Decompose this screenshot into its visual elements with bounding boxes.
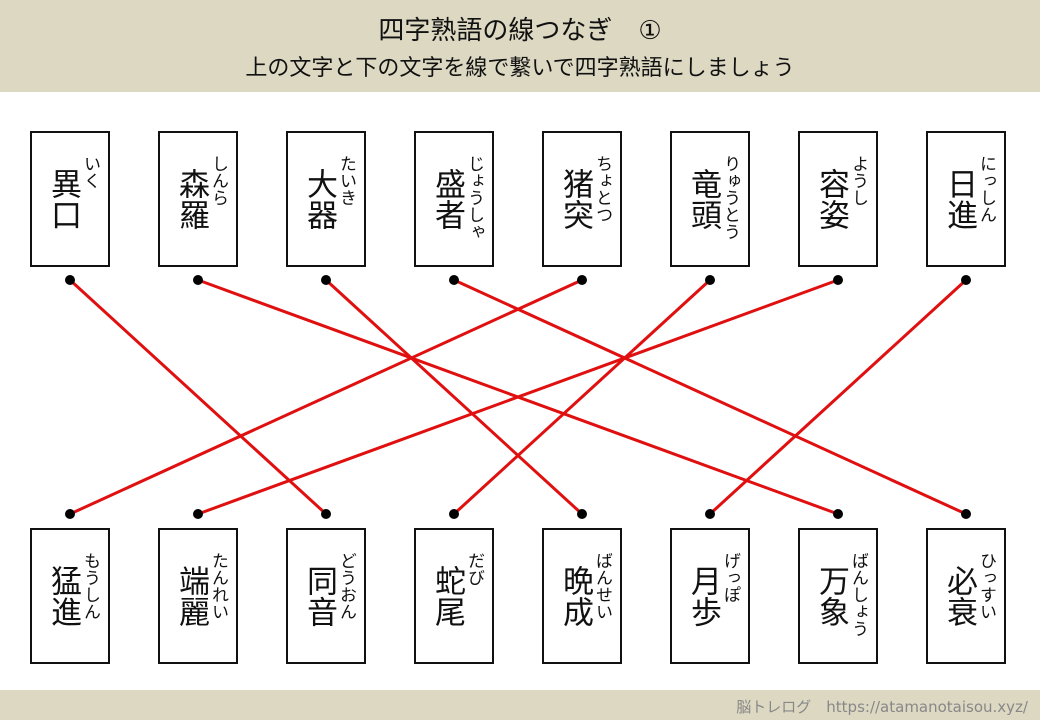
connection-line <box>68 278 328 516</box>
bottom-card[interactable]: 蛇尾だび <box>414 528 494 664</box>
card-kanji: 容姿 <box>813 168 849 230</box>
top-card[interactable]: 猪突ちょとつ <box>542 131 622 267</box>
card-kanji: 必衰 <box>941 565 977 627</box>
top-card[interactable]: 竜頭りゅうとう <box>670 131 750 267</box>
card-kanji: 月歩 <box>685 565 721 627</box>
card-reading: ばんせい <box>592 552 612 620</box>
card-reading: げっぽ <box>720 552 740 603</box>
bottom-connector-dot[interactable] <box>577 509 587 519</box>
bottom-connector-dot[interactable] <box>705 509 715 519</box>
bottom-card[interactable]: 万象ばんしょう <box>798 528 878 664</box>
card-kanji: 盛者 <box>429 168 465 230</box>
card-reading: たんれい <box>208 552 228 620</box>
card-reading: にっしん <box>976 155 996 223</box>
card-reading: たいき <box>336 155 356 206</box>
card-kanji: 端麗 <box>173 565 209 627</box>
card-kanji: 蛇尾 <box>429 565 465 627</box>
bottom-card[interactable]: 端麗たんれい <box>158 528 238 664</box>
site-credit: 脳トレログ https://atamanotaisou.xyz/ <box>736 698 1028 716</box>
connection-line <box>69 278 583 516</box>
card-reading: しんら <box>208 155 228 206</box>
top-connector-dot[interactable] <box>577 275 587 285</box>
connection-line <box>324 278 584 516</box>
card-kanji: 異口 <box>45 168 81 230</box>
card-kanji: 日進 <box>941 168 977 230</box>
bottom-card[interactable]: 月歩げっぽ <box>670 528 750 664</box>
bottom-connector-dot[interactable] <box>833 509 843 519</box>
card-reading: もうしん <box>80 552 100 620</box>
card-reading: ばんしょう <box>848 552 868 637</box>
header: 四字熟語の線つなぎ ① 上の文字と下の文字を線で繋いで四字熟語にしましょう <box>0 0 1040 92</box>
top-connector-dot[interactable] <box>449 275 459 285</box>
bottom-connector-dot[interactable] <box>65 509 75 519</box>
card-reading: じょうしゃ <box>464 155 484 240</box>
card-reading: ひっすい <box>976 552 996 620</box>
top-connector-dot[interactable] <box>193 275 203 285</box>
card-kanji: 晩成 <box>557 565 593 627</box>
connection-line <box>708 278 968 516</box>
card-reading: どうおん <box>336 552 356 620</box>
top-card[interactable]: 森羅しんら <box>158 131 238 267</box>
top-connector-dot[interactable] <box>833 275 843 285</box>
connection-line <box>453 278 967 516</box>
card-kanji: 猛進 <box>45 565 81 627</box>
bottom-connector-dot[interactable] <box>193 509 203 519</box>
bottom-card[interactable]: 猛進もうしん <box>30 528 110 664</box>
card-reading: いく <box>80 155 100 189</box>
bottom-card[interactable]: 晩成ばんせい <box>542 528 622 664</box>
top-connector-dot[interactable] <box>321 275 331 285</box>
top-connector-dot[interactable] <box>705 275 715 285</box>
top-connector-dot[interactable] <box>65 275 75 285</box>
footer: 脳トレログ https://atamanotaisou.xyz/ <box>0 690 1040 720</box>
card-reading: りゅうとう <box>720 155 740 240</box>
bottom-card[interactable]: 同音どうおん <box>286 528 366 664</box>
top-card[interactable]: 盛者じょうしゃ <box>414 131 494 267</box>
bottom-connector-dot[interactable] <box>449 509 459 519</box>
page-title: 四字熟語の線つなぎ ① <box>378 16 662 46</box>
top-card[interactable]: 容姿ようし <box>798 131 878 267</box>
card-reading: ちょとつ <box>592 155 612 223</box>
card-reading: だび <box>464 552 484 586</box>
top-connector-dot[interactable] <box>961 275 971 285</box>
card-kanji: 竜頭 <box>685 168 721 230</box>
connection-line <box>197 278 839 516</box>
bottom-connector-dot[interactable] <box>961 509 971 519</box>
bottom-card[interactable]: 必衰ひっすい <box>926 528 1006 664</box>
card-kanji: 猪突 <box>557 168 593 230</box>
top-card[interactable]: 大器たいき <box>286 131 366 267</box>
card-reading: ようし <box>848 155 868 206</box>
card-kanji: 万象 <box>813 565 849 627</box>
card-kanji: 同音 <box>301 565 337 627</box>
card-kanji: 森羅 <box>173 168 209 230</box>
top-card[interactable]: 日進にっしん <box>926 131 1006 267</box>
card-kanji: 大器 <box>301 168 337 230</box>
bottom-connector-dot[interactable] <box>321 509 331 519</box>
top-card[interactable]: 異口いく <box>30 131 110 267</box>
connection-line <box>452 278 712 516</box>
instructions: 上の文字と下の文字を線で繋いで四字熟語にしましょう <box>245 56 795 81</box>
